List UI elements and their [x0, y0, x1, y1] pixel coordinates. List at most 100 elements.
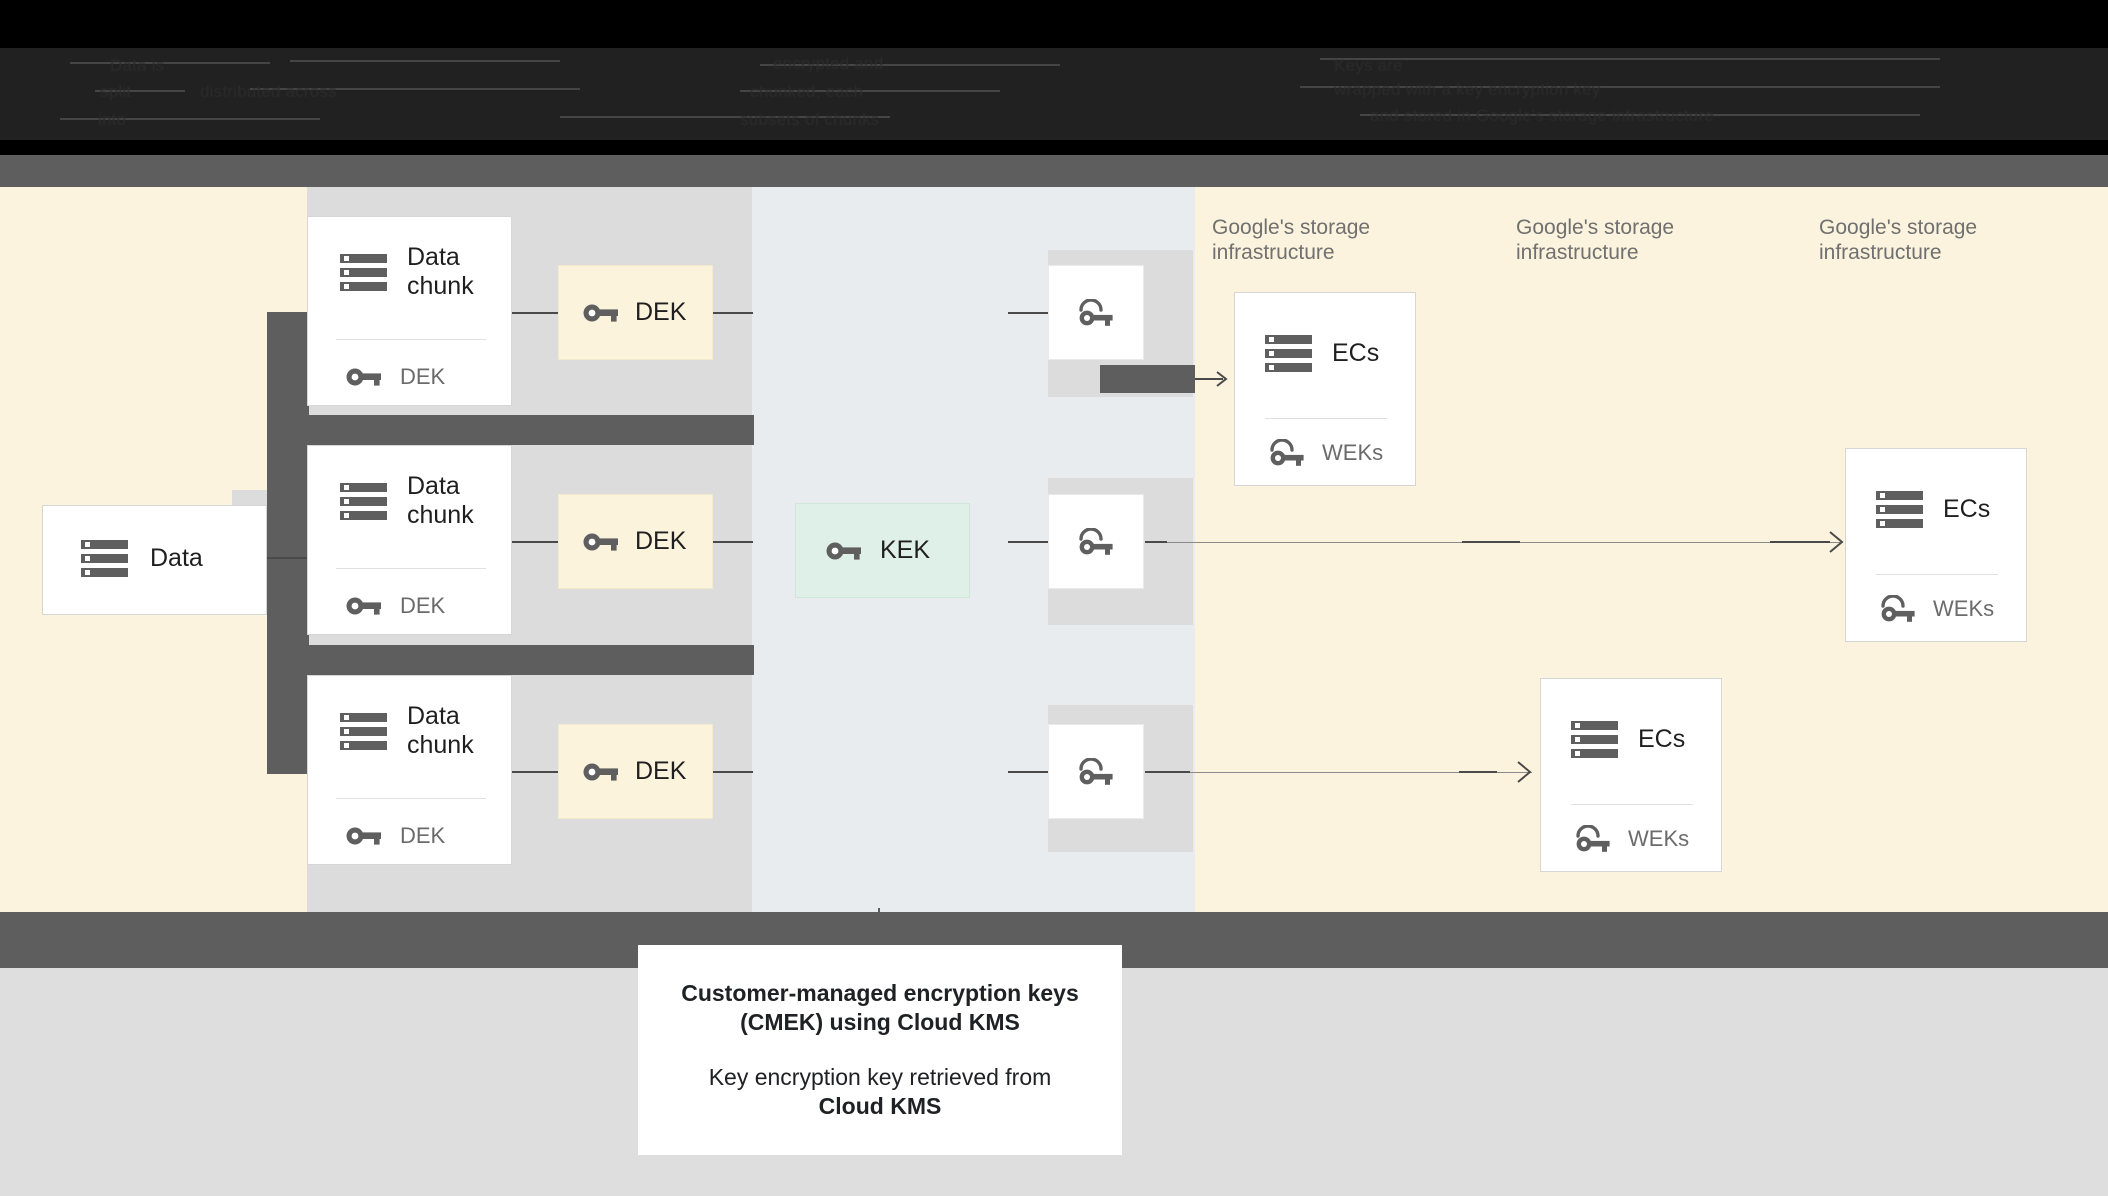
obscured-top-chrome: Data is encrypted and Keys are split dis…: [0, 0, 2108, 165]
chunk-branch-bar-2: [267, 645, 754, 675]
wrapped-key-box[interactable]: [1048, 724, 1144, 819]
data-chunk-label: Data chunk: [407, 702, 474, 759]
arrow-row-2-seg: [1462, 541, 1520, 543]
caption-line-1: Customer-managed encryption keys: [681, 980, 1079, 1006]
arrow-row-3-seg: [1145, 771, 1190, 773]
storage-icon: [340, 712, 387, 750]
card-divider: [1876, 574, 1998, 575]
top-dark-band: [0, 165, 2108, 187]
caption-line-4: Cloud KMS: [818, 1093, 942, 1119]
wrapped-key-icon: [1879, 594, 1917, 623]
infra-label: Google's storage infrastructure: [1212, 216, 1371, 264]
chrome-text: Keys are: [1334, 56, 1403, 75]
storage-icon: [1571, 721, 1618, 758]
arrow-row-2-seg: [1770, 541, 1830, 543]
ecs-card[interactable]: ECs WEKs: [1540, 678, 1722, 872]
dek-out-connector: [713, 771, 753, 773]
key-icon: [583, 761, 619, 783]
data-chunk-label: Data chunk: [407, 472, 474, 529]
caption-line-3: Key encryption key retrieved from: [708, 1064, 1052, 1090]
chrome-rule: [60, 118, 320, 120]
ecs-card[interactable]: ECs WEKs: [1845, 448, 2027, 642]
chunk-to-dek-connector: [512, 771, 558, 773]
arrow-row-3-seg: [1459, 771, 1497, 773]
card-divider: [1571, 804, 1693, 805]
chrome-rule: [1300, 86, 1940, 88]
dek-label: DEK: [635, 298, 687, 326]
kek-to-wek-connector: [1008, 771, 1050, 773]
weks-label: WEKs: [1628, 826, 1690, 851]
weks-label: WEKs: [1322, 440, 1384, 465]
dek-out-connector: [713, 312, 753, 314]
dek-box[interactable]: DEK: [558, 265, 713, 360]
chunk-to-dek-connector: [512, 312, 558, 314]
arrow-row-3-line: [1160, 772, 1532, 773]
data-chunk-card[interactable]: Data chunk DEK: [307, 216, 512, 406]
data-chunk-card[interactable]: Data chunk DEK: [307, 675, 512, 865]
ecs-label: ECs: [1332, 339, 1380, 367]
chrome-text: subsets of chunks: [740, 110, 880, 129]
key-icon: [826, 540, 862, 562]
chrome-rule: [95, 90, 185, 92]
kek-label: KEK: [880, 536, 931, 564]
data-chunk-key-label: DEK: [400, 364, 446, 389]
wrapped-key-icon: [1077, 297, 1115, 327]
ecs-label: ECs: [1943, 495, 1991, 523]
kek-box[interactable]: KEK: [795, 503, 970, 598]
weks-label: WEKs: [1933, 596, 1995, 621]
chrome-text: chunked, each: [750, 82, 864, 101]
wrapped-key-box[interactable]: [1048, 265, 1144, 360]
ecs-label: ECs: [1638, 725, 1686, 753]
arrow-row-1: [1195, 371, 1228, 387]
infra-label: Google's storage infrastructure: [1819, 216, 1978, 264]
chrome-text: and stored in Google's storage infrastru…: [1370, 106, 1714, 125]
wek-arrow-block: [1100, 365, 1195, 393]
wrapped-key-box[interactable]: [1048, 494, 1144, 589]
dek-box[interactable]: DEK: [558, 724, 713, 819]
chrome-rule: [70, 62, 270, 64]
key-icon: [346, 595, 382, 617]
chrome-rule: [740, 90, 1000, 92]
tick: [878, 908, 880, 916]
chrome-rule: [1320, 58, 1940, 60]
caption-line-2: (CMEK) using Cloud KMS: [740, 1009, 1020, 1035]
chrome-text: distributed across: [200, 82, 337, 101]
storage-icon: [340, 482, 387, 520]
data-chunk-card[interactable]: Data chunk DEK: [307, 445, 512, 635]
dek-label: DEK: [635, 757, 687, 785]
data-chunk-key-label: DEK: [400, 823, 446, 848]
dek-box[interactable]: DEK: [558, 494, 713, 589]
chrome-rule: [1360, 114, 1920, 116]
dek-out-connector: [713, 541, 753, 543]
chrome-rule: [290, 60, 560, 62]
storage-icon: [1265, 335, 1312, 372]
chrome-bottom-edge: [0, 155, 2108, 165]
arrow-row-3-head: [1517, 761, 1532, 783]
data-card[interactable]: Data: [42, 505, 267, 615]
chrome-text: into: [98, 110, 127, 129]
key-icon: [583, 302, 619, 324]
card-divider: [336, 568, 486, 569]
wrapped-key-icon: [1077, 756, 1115, 786]
key-icon: [583, 531, 619, 553]
key-icon: [346, 825, 382, 847]
wrapped-key-icon: [1077, 526, 1115, 556]
chunk-trunk-bar: [267, 312, 309, 774]
chrome-text: encrypted and: [773, 54, 884, 73]
card-divider: [336, 339, 486, 340]
arrow-row-2-head: [1829, 531, 1844, 553]
infra-label: Google's storage infrastructure: [1516, 216, 1675, 264]
data-chunk-label: Data chunk: [407, 243, 474, 300]
data-card-label: Data: [150, 544, 203, 572]
caption-card: Customer-managed encryption keys (CMEK) …: [638, 945, 1122, 1155]
kek-to-wek-connector: [1008, 312, 1050, 314]
chunk-branch-bar-1: [267, 415, 754, 445]
chrome-rule: [560, 116, 890, 118]
storage-icon: [81, 540, 128, 577]
ecs-card[interactable]: ECs WEKs: [1234, 292, 1416, 486]
chrome-text-band: [0, 48, 2108, 140]
key-icon: [346, 366, 382, 388]
arrow-row-2-seg: [1145, 541, 1167, 543]
wrapped-key-icon: [1574, 824, 1612, 853]
